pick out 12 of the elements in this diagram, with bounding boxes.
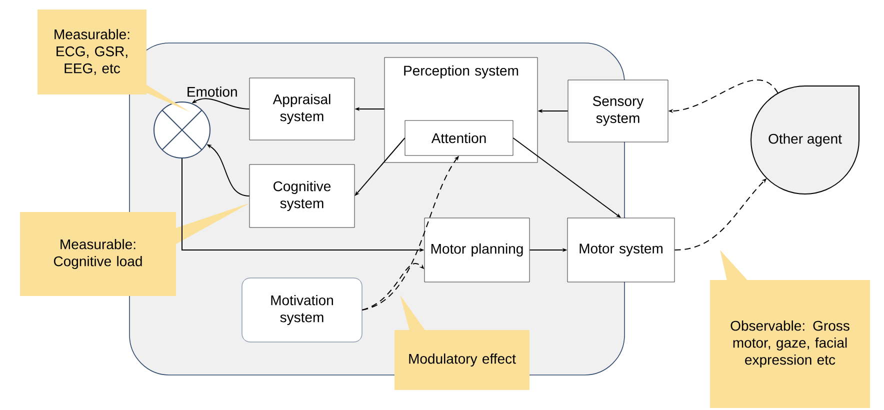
- callout-box: Measurable: Cognitive load: [20, 203, 250, 296]
- process-box: Motor planning: [424, 218, 530, 282]
- callout-box: Modulatory effect: [394, 295, 530, 390]
- arrow: [512, 138, 621, 218]
- process-box: Cognitive system: [249, 164, 355, 228]
- callout-box: Observable: Gross motor, gaze, facial expression etc: [710, 250, 870, 408]
- process-box: Appraisal system: [249, 78, 355, 140]
- process-box: Sensory system: [568, 80, 668, 142]
- process-box: Motivation system: [242, 278, 362, 342]
- process-box: Attention: [404, 120, 514, 156]
- node-label: Emotion: [188, 86, 237, 97]
- process-box: Motor system: [567, 218, 675, 282]
